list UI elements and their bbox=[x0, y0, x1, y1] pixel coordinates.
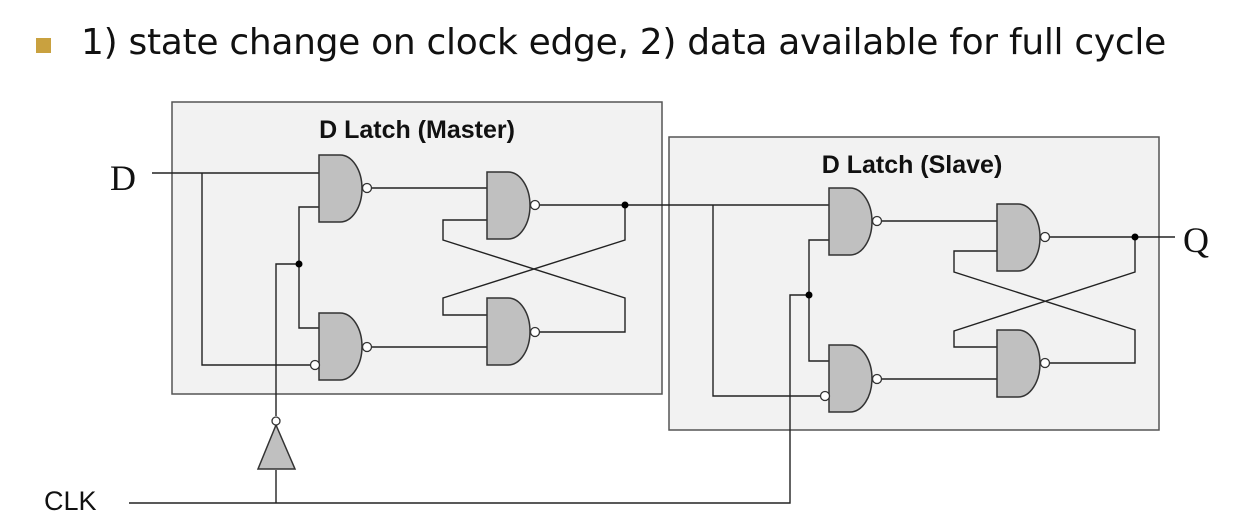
bullet-text: 1) state change on clock edge, 2) data a… bbox=[81, 21, 1166, 63]
bullet-square-icon bbox=[36, 37, 51, 53]
master-clock-junction-dot bbox=[295, 260, 303, 268]
slave-q-junction-dot bbox=[1131, 233, 1139, 241]
master-q-junction-dot bbox=[621, 201, 629, 209]
master-nand-gate-1 bbox=[318, 154, 373, 223]
inversion-bubble-icon bbox=[1039, 231, 1051, 243]
slave-nand-gate-2 bbox=[819, 344, 883, 413]
inversion-bubble-icon bbox=[529, 326, 541, 338]
inversion-bubble-icon bbox=[361, 182, 373, 194]
slave-sr-nand-top bbox=[996, 203, 1051, 272]
slave-nand-gate-1 bbox=[828, 187, 883, 256]
bullet-point: 1) state change on clock edge, 2) data a… bbox=[36, 12, 1166, 72]
slave-latch-box bbox=[668, 136, 1160, 431]
inversion-bubble-icon bbox=[871, 215, 883, 227]
slave-d-branch-wire bbox=[712, 205, 821, 397]
input-inversion-bubble-icon bbox=[819, 390, 831, 402]
master-wires bbox=[152, 172, 829, 416]
slave-latch-title: D Latch (Slave) bbox=[822, 151, 1003, 179]
d-input-label: D bbox=[110, 158, 136, 198]
slave-wires bbox=[129, 205, 1175, 504]
inversion-bubble-icon bbox=[871, 373, 883, 385]
master-sr-nand-top bbox=[486, 171, 541, 240]
master-latch-box bbox=[171, 101, 663, 395]
master-sr-nand-bottom bbox=[486, 297, 541, 366]
master-feedback-wire-1 bbox=[442, 205, 626, 316]
slave-clock-junction-dot bbox=[805, 291, 813, 299]
clk-main-wire bbox=[129, 294, 809, 504]
master-latch-title: D Latch (Master) bbox=[319, 116, 515, 144]
slave-sr-nand-bottom bbox=[996, 329, 1051, 398]
clock-inverter bbox=[256, 416, 297, 470]
inversion-bubble-icon bbox=[1039, 357, 1051, 369]
q-output-label: Q bbox=[1183, 220, 1209, 260]
inverted-clock-wire bbox=[275, 263, 299, 416]
input-inversion-bubble-icon bbox=[309, 359, 321, 371]
inversion-bubble-icon bbox=[361, 341, 373, 353]
master-feedback-wire-2 bbox=[442, 219, 626, 333]
clk-label: CLK bbox=[44, 486, 97, 516]
d-branch-wire bbox=[201, 173, 311, 366]
slave-feedback-wire-2 bbox=[953, 250, 1136, 364]
slave-feedback-wire-1 bbox=[953, 237, 1136, 348]
inversion-bubble-icon bbox=[529, 199, 541, 211]
master-nand-gate-2 bbox=[309, 312, 373, 381]
inversion-bubble-icon bbox=[271, 416, 281, 426]
slave-clock-wire bbox=[808, 239, 829, 362]
